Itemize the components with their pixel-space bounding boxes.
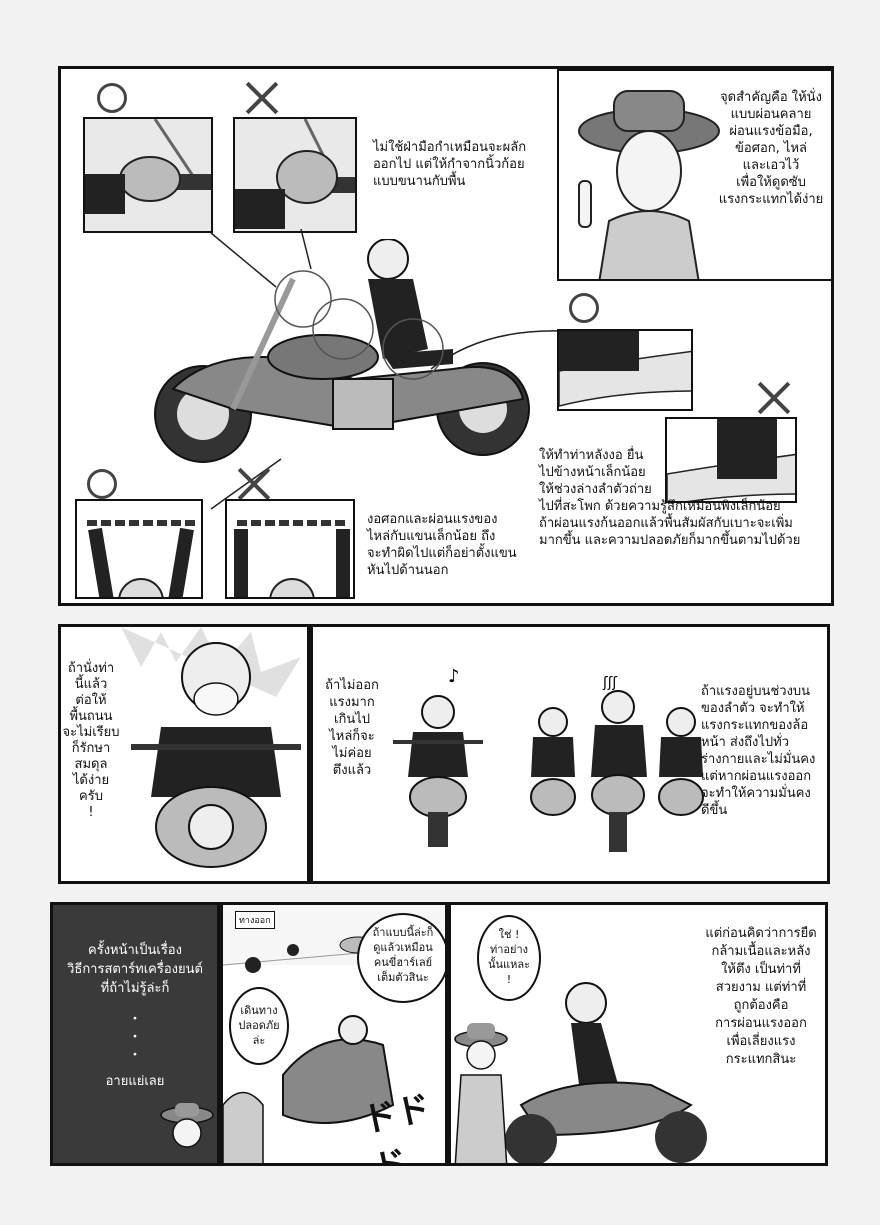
rider-and-instructor-illustration <box>454 982 707 1163</box>
final-caption: แต่ก่อนคิดว่าการยืด กล้ามเนื้อและหลัง ให… <box>705 926 817 1067</box>
seat-correct-frame <box>557 329 693 411</box>
engine-sound-effect: ドドド <box>359 1087 435 1166</box>
panel-balance: ถ้านั่งท่า นี้แล้ว ต่อให้ พื้นถนน จะไม่เ… <box>58 624 310 884</box>
wrong-mark-icon <box>237 467 271 501</box>
instructor-mini-illustration <box>160 1103 214 1148</box>
ellipsis-dots: ・ ・ ・ <box>128 1012 142 1063</box>
panel-riding-posture: ไม่ใช้ฝ่ามือกำเหมือนจะผลัก ออกไป แต่ให้ก… <box>58 66 834 606</box>
posture-caption: ให้ทำท่าหลังงอ ยื่น ไปข้างหน้าเล็กน้อย ใ… <box>539 448 801 548</box>
grip-correct-frame <box>83 117 213 233</box>
grip-wrong-frame <box>233 117 357 233</box>
speech-bubble-safe <box>229 987 289 1065</box>
speech-yes: ใช่ ! ท่าอย่าง นั้นแหละ ! <box>487 928 531 986</box>
instructor-frame <box>557 69 831 281</box>
instructor-caption: จุดสำคัญคือ ให้นั่ง แบบผ่อนคลาย ผ่อนแรงข… <box>718 90 824 207</box>
svg-text:♪: ♪ <box>448 666 460 687</box>
riders-illustration: ♪ ʃʃʃ <box>393 666 704 852</box>
speech-safe: เดินทาง ปลอดภัย ล่ะ <box>238 1004 280 1047</box>
grip-caption: ไม่ใช้ฝ่ามือกำเหมือนจะผลัก ออกไป แต่ให้ก… <box>373 140 527 189</box>
svg-text:ʃʃʃ: ʃʃʃ <box>602 675 617 691</box>
rider-front-illustration <box>121 627 301 868</box>
seat-wrong-frame <box>665 417 797 503</box>
exit-sign: ทางออก <box>235 911 275 929</box>
speech-bubble-wallet <box>357 913 445 1003</box>
exit-sign-label: ทางออก <box>239 916 271 926</box>
motorcycle-illustration <box>154 239 530 463</box>
panel-final: ใช่ ! ท่าอย่าง นั้นแหละ ! แต่ก่อนคิดว่าก… <box>448 902 828 1166</box>
correct-mark-icon <box>87 469 117 499</box>
bad-luck-caption: อายแย่เลย <box>105 1074 165 1089</box>
next-topic-caption: ครั้งหน้าเป็นเรื่อง วิธีการสตาร์ทเครื่อง… <box>67 943 203 996</box>
arm-caption: งอศอกและผ่อนแรงของ ไหล่กับแขนเล็กน้อย ถึ… <box>367 512 517 578</box>
upper-body-caption: ถ้าแรงอยู่บนช่วงบน ของลำตัว จะทำให้ แรงก… <box>701 684 816 818</box>
panel-shoulders: ♪ ʃʃʃ ถ้าไม่ออก แรงมาก เกินไป ไหล่ก็จะ ไ… <box>310 624 830 884</box>
arm-wrong-frame <box>225 499 355 599</box>
rider-speech: ถ้านั่งท่า นี้แล้ว ต่อให้ พื้นถนน จะไม่เ… <box>62 661 120 820</box>
panel-next-topic: ครั้งหน้าเป็นเรื่อง วิธีการสตาร์ทเครื่อง… <box>50 902 220 1166</box>
shoulder-caption: ถ้าไม่ออก แรงมาก เกินไป ไหล่ก็จะ ไม่ค่อย… <box>325 678 379 778</box>
arm-correct-frame <box>75 499 203 599</box>
correct-mark-icon <box>97 83 127 113</box>
speech-wallet: ถ้าแบบนี้ล่ะก็ ดูแล้วเหมือน คนขี่ฮาร์เลย… <box>372 926 434 984</box>
correct-mark-icon <box>569 293 599 323</box>
wrong-mark-icon <box>757 381 791 415</box>
panel-road: ทางออก ถ้าแบบนี้ล่ะก็ ดูแล้วเหมือน คนขี่… <box>220 902 448 1166</box>
speech-bubble-yes <box>477 915 541 1001</box>
